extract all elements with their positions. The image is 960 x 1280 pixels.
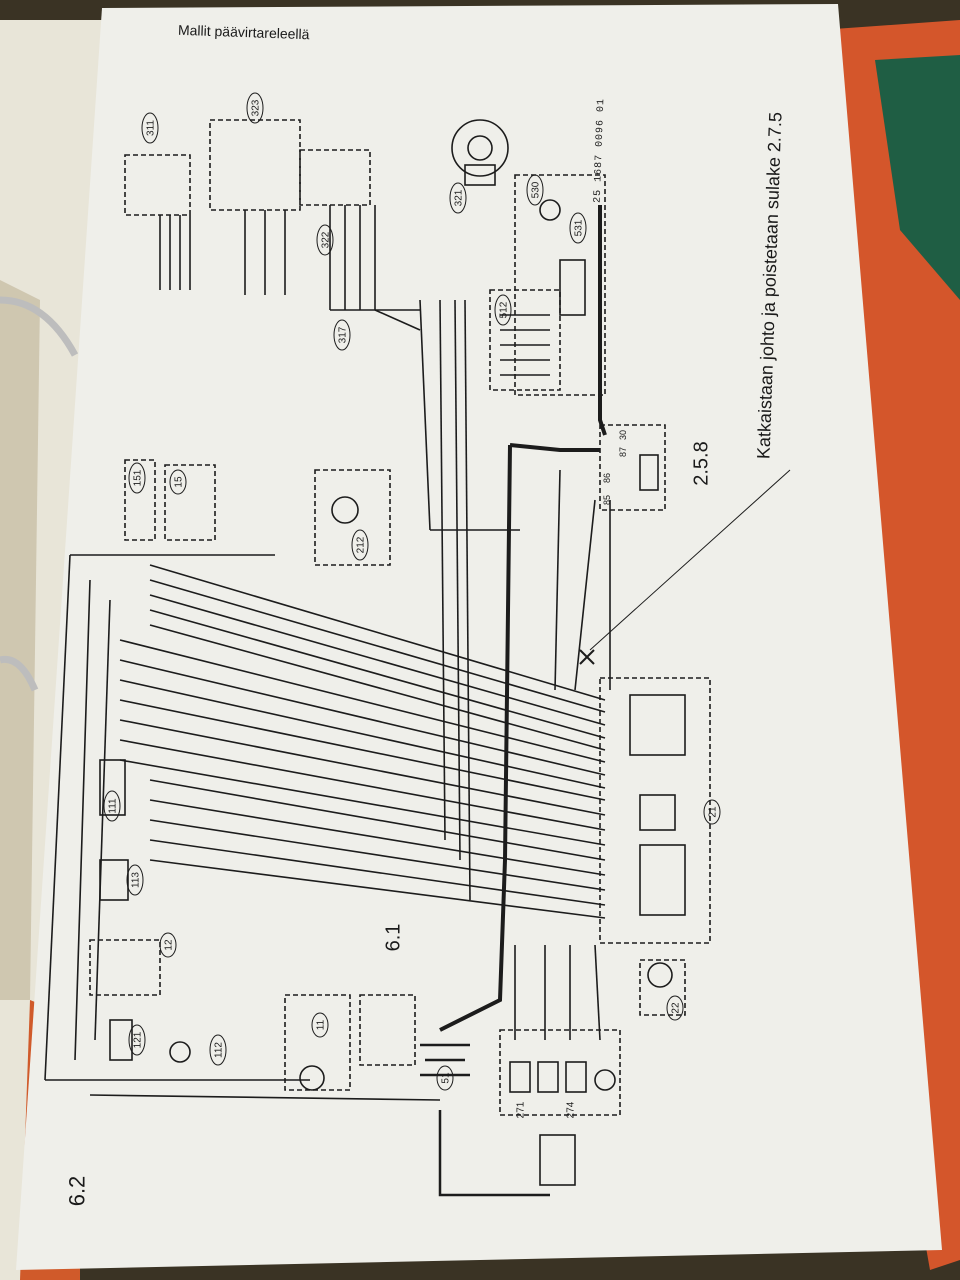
label-322: 322 [321,231,332,248]
label-317: 317 [338,326,349,343]
component-121 [109,1019,133,1061]
label-212: 212 [356,536,367,553]
label-271: 271 [516,1101,527,1118]
switch-box [359,994,416,1066]
pin-label-87: 87 [618,447,628,457]
binder-ring-top [0,296,79,357]
label-323: 323 [251,99,262,116]
note-leader-line [589,469,791,651]
label-15: 15 [174,476,185,488]
connector-21-block-b [639,794,676,831]
trunk-wires [419,299,520,901]
lamp-321 [451,119,509,186]
wire-bundle-311 [159,215,191,290]
block-212 [314,469,391,566]
label-12: 12 [164,939,175,951]
label-112: 112 [214,1042,225,1058]
label-530: 530 [531,181,542,198]
label-512: 512 [499,301,510,318]
paper-sheet [16,4,942,1270]
wiring-diagram [44,119,791,1197]
label-111: 111 [108,798,119,814]
label-274: 274 [566,1101,577,1118]
battery-51 [420,1043,470,1077]
section-label-62: 6.2 [64,1175,90,1207]
connector-21-block-a [629,694,686,756]
connector-21-block-c [639,844,686,916]
block-15 [164,464,216,541]
section-label-258: 2.5.8 [690,441,713,486]
ground-path-62 [438,1110,576,1197]
resistor-111 [99,759,126,816]
label-321: 321 [454,189,465,206]
label-21: 21 [708,806,719,818]
pin-label-30: 30 [618,430,628,440]
label-311: 311 [146,120,157,136]
binder-spine [0,280,40,1000]
lamp-212 [331,496,359,524]
cut-mark-b [579,649,595,665]
lamp-112 [169,1041,191,1063]
left-bus-wires [44,554,441,1101]
block-322 [299,149,371,206]
relay-258-outline [599,424,666,511]
block-311 [124,154,191,216]
block-512 [489,289,561,391]
section-label-61: 6.1 [382,923,405,952]
fuse-feed-wires [514,944,601,1041]
label-531: 531 [574,219,585,236]
main-cable [439,205,607,1032]
pin-label-85: 85 [602,495,612,505]
pin-label-86: 86 [602,473,612,483]
fuse-block-27 [499,1029,621,1116]
label-11: 11 [316,1019,327,1030]
binder-ring-bottom [0,655,39,692]
lamp-530 [539,199,561,221]
block-151 [124,459,156,541]
sensor-113 [99,859,129,901]
green-sheet [875,55,960,300]
component-labels: 311 323 321 322 317 530 531 512 151 15 2… [103,92,721,1118]
block-323 [209,119,301,211]
relay-258-coil [639,454,659,491]
binder-rings [0,296,79,692]
block-530-531 [514,174,606,396]
block-22 [639,959,686,1016]
lamp-22 [647,962,673,988]
fuses-271-274 [509,1061,616,1093]
relay-feed-wires [554,469,611,691]
block-11 [284,994,351,1091]
label-151: 151 [133,469,144,486]
wire-bundle-322 [244,205,421,331]
motor-11 [299,1065,325,1091]
harness-wires [119,564,606,919]
label-113: 113 [131,872,142,888]
label-121: 121 [133,1031,144,1048]
relay-pin-labels: 30 87 86 85 [602,430,628,505]
label-22: 22 [671,1002,682,1014]
block-12 [89,939,161,996]
label-51: 51 [441,1072,452,1084]
connector-21 [599,677,711,944]
switch-531 [559,259,586,316]
relay-rows-512 [500,314,550,376]
